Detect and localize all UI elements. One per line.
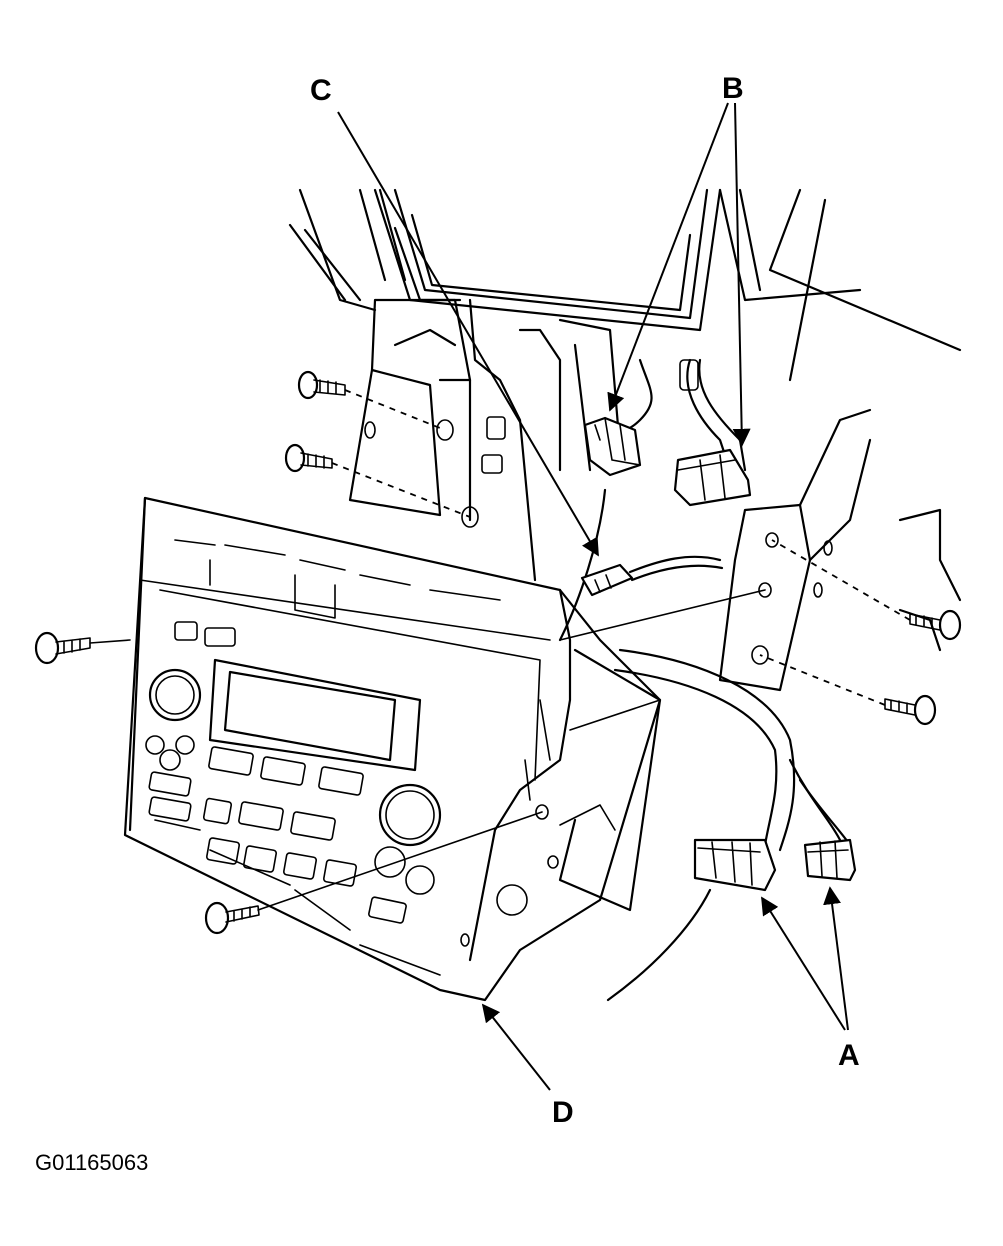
bolt-left-lower[interactable] (284, 443, 333, 473)
callout-label-c: C (310, 74, 332, 107)
connector-a-right[interactable] (803, 838, 857, 882)
bolt-left-upper[interactable] (297, 370, 346, 400)
left-mounting-bracket (348, 298, 506, 528)
leader-b-left (607, 102, 729, 412)
antenna-lead-c[interactable] (580, 555, 724, 597)
callout-leaders (337, 102, 849, 1091)
connector-b-left[interactable] (583, 416, 642, 477)
leader-a-right (823, 886, 849, 1031)
bolt-audio-bottom[interactable] (204, 901, 260, 935)
connector-a-left[interactable] (693, 838, 777, 892)
bolt-alignment-lines (89, 389, 911, 911)
callout-label-a: A (838, 1039, 860, 1072)
audio-unit-d[interactable] (123, 496, 662, 1002)
dashboard-frame (288, 188, 962, 582)
bolt-audio-left[interactable] (34, 631, 91, 665)
leader-d (481, 1003, 551, 1091)
leader-a-left (761, 896, 846, 1031)
right-mounting-bracket (718, 408, 962, 692)
callout-label-d: D (552, 1096, 574, 1129)
leader-b-right (732, 102, 751, 447)
leader-c (337, 111, 599, 557)
bolt-right-lower[interactable] (884, 694, 937, 726)
connector-b-right[interactable] (673, 448, 752, 507)
figure-id: G01165063 (35, 1150, 148, 1175)
callout-label-b: B (722, 72, 744, 105)
